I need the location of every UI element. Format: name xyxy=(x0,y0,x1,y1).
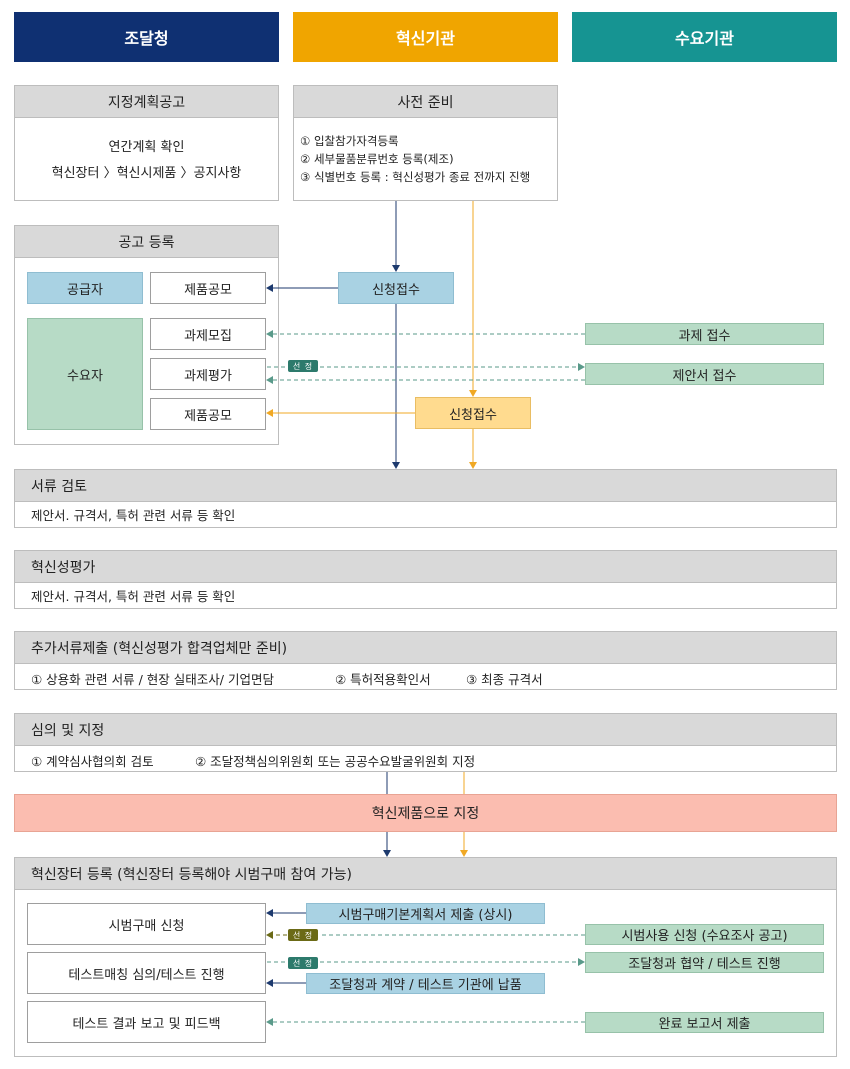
additional-docs-item-3: ③ 최종 규격서 xyxy=(466,672,543,687)
test-matching-box: 테스트매칭 심의/테스트 진행 xyxy=(27,952,266,994)
task-eval-box: 과제평가 xyxy=(150,358,266,390)
agreement-box: 조달청과 협약 / 테스트 진행 xyxy=(585,952,824,973)
contract-box: 조달청과 계약 / 테스트 기관에 납품 xyxy=(306,973,545,994)
selection-tag-3: 선 정 xyxy=(288,957,318,969)
doc-review-body: 제안서. 규격서, 특허 관련 서류 등 확인 xyxy=(31,508,236,523)
plan-notice-line1: 연간계획 확인 xyxy=(108,140,185,155)
demander-box: 수요자 xyxy=(27,318,143,430)
additional-docs-item-1: ① 상용화 관련 서류 / 현장 실태조사/ 기업면담 xyxy=(31,672,274,687)
plan-notice-line2: 혁신장터 〉혁신시제품 〉공지사항 xyxy=(51,166,242,181)
market-registration-title: 혁신장터 등록 (혁신장터 등록해야 시범구매 참여 가능) xyxy=(15,858,836,890)
plan-notice-title: 지정계획공고 xyxy=(15,86,278,118)
header-innovation-agency: 혁신기관 xyxy=(293,12,558,62)
deliberation-item-1: ① 계약심사협의회 검토 xyxy=(31,754,154,769)
task-receipt-box: 과제 접수 xyxy=(585,323,824,345)
deliberation-title: 심의 및 지정 xyxy=(15,714,836,746)
notice-registration-title: 공고 등록 xyxy=(15,226,278,258)
product-call-box-1: 제품공모 xyxy=(150,272,266,304)
selection-tag-2: 선 정 xyxy=(288,929,318,941)
pilot-purchase-box: 시범구매 신청 xyxy=(27,903,266,945)
additional-docs-item-2: ② 특허적용확인서 xyxy=(335,672,431,687)
preparation-item-3: ③ 식별번호 등록 : 혁신성평가 종료 전까지 진행 xyxy=(300,170,531,184)
selection-tag-1: 선 정 xyxy=(288,360,318,372)
innovation-eval-title: 혁신성평가 xyxy=(15,551,836,583)
deliberation-item-2: ② 조달정책심의위원회 또는 공공수요발굴위원회 지정 xyxy=(195,754,476,769)
additional-docs-box: 추가서류제출 (혁신성평가 합격업체만 준비) ① 상용화 관련 서류 / 현장… xyxy=(14,631,837,690)
supplier-box: 공급자 xyxy=(27,272,143,304)
additional-docs-title: 추가서류제출 (혁신성평가 합격업체만 준비) xyxy=(15,632,836,664)
task-recruit-box: 과제모집 xyxy=(150,318,266,350)
completion-box: 완료 보고서 제출 xyxy=(585,1012,824,1033)
header-demand-agency-label: 수요기관 xyxy=(675,29,734,48)
plan-notice-box: 지정계획공고 연간계획 확인 혁신장터 〉혁신시제품 〉공지사항 xyxy=(14,85,279,201)
innovation-eval-box: 혁신성평가 제안서. 규격서, 특허 관련 서류 등 확인 xyxy=(14,550,837,609)
header-pps: 조달청 xyxy=(14,12,279,62)
product-call-box-2: 제품공모 xyxy=(150,398,266,430)
preparation-item-1: ① 입찰참가자격등록 xyxy=(300,134,399,148)
preparation-item-2: ② 세부물품분류번호 등록(제조) xyxy=(300,152,454,166)
header-demand-agency: 수요기관 xyxy=(572,12,837,62)
designation-box: 혁신제품으로 지정 xyxy=(14,794,837,832)
pilot-use-box: 시범사용 신청 (수요조사 공고) xyxy=(585,924,824,945)
application-yellow-box: 신청접수 xyxy=(415,397,531,429)
deliberation-box: 심의 및 지정 ① 계약심사협의회 검토 ② 조달정책심의위원회 또는 공공수요… xyxy=(14,713,837,772)
proposal-receipt-box: 제안서 접수 xyxy=(585,363,824,385)
doc-review-title: 서류 검토 xyxy=(15,470,836,502)
doc-review-box: 서류 검토 제안서. 규격서, 특허 관련 서류 등 확인 xyxy=(14,469,837,528)
preparation-box: 사전 준비 ① 입찰참가자격등록 ② 세부물품분류번호 등록(제조) ③ 식별번… xyxy=(293,85,558,201)
innovation-eval-body: 제안서. 규격서, 특허 관련 서류 등 확인 xyxy=(31,589,236,604)
preparation-title: 사전 준비 xyxy=(294,86,557,118)
application-blue-box: 신청접수 xyxy=(338,272,454,304)
test-result-box: 테스트 결과 보고 및 피드백 xyxy=(27,1001,266,1043)
header-innovation-agency-label: 혁신기관 xyxy=(396,29,455,48)
basic-plan-box: 시범구매기본계획서 제출 (상시) xyxy=(306,903,545,924)
header-pps-label: 조달청 xyxy=(124,29,169,48)
